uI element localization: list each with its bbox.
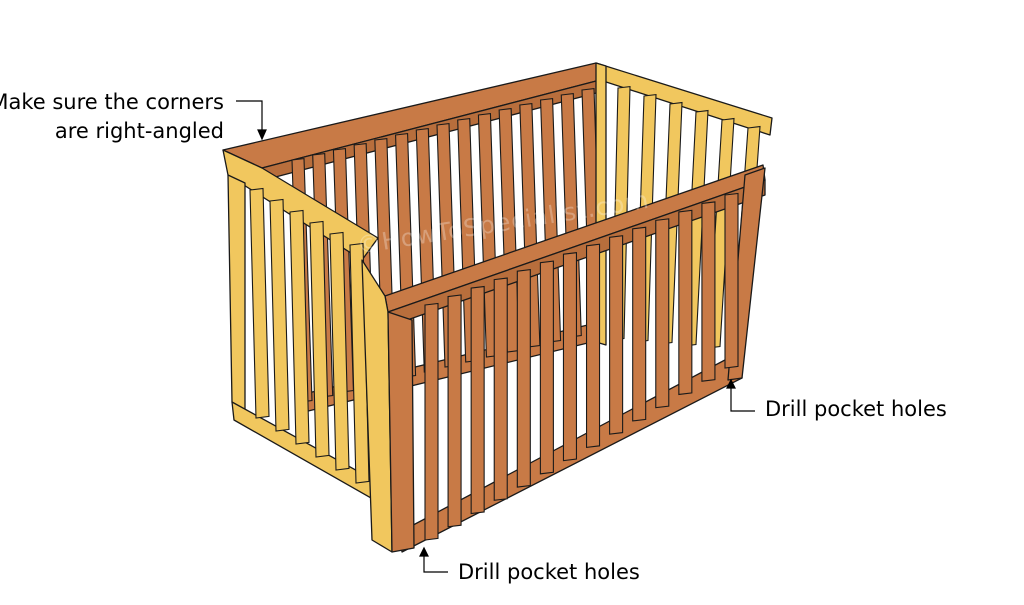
- front-slat: [724, 192, 739, 369]
- corner-callout-line2: are right-angled: [54, 119, 224, 143]
- left-end-slat: [289, 209, 310, 445]
- front-slat: [539, 260, 554, 475]
- front-left-leg: [387, 311, 415, 553]
- left-corner-post: [227, 174, 246, 411]
- drill-right-callout: Drill pocket holes: [765, 397, 947, 421]
- left-end-slat: [249, 187, 270, 419]
- left-end-slat: [269, 198, 290, 432]
- front-slat: [493, 277, 508, 501]
- corner-callout-line1: Make sure the corners: [0, 90, 224, 114]
- front-slat: [424, 302, 439, 541]
- left-end-slat: [309, 220, 330, 458]
- front-slat: [447, 294, 462, 528]
- front-side-slats: [424, 192, 739, 541]
- front-slat: [655, 218, 670, 409]
- front-slat: [632, 226, 647, 422]
- drill-right-leader-arrow: [726, 378, 736, 389]
- left-end-slats: [249, 187, 370, 484]
- front-slat: [585, 243, 601, 449]
- corner-leader-line: [236, 100, 263, 133]
- drill-bottom-leader-line: [423, 553, 448, 573]
- front-slat: [609, 235, 624, 435]
- corner-callout: Make sure the corners are right-angled: [0, 88, 224, 146]
- front-slat: [470, 285, 485, 515]
- left-end-slat: [329, 231, 350, 471]
- drill-right-leader-line: [730, 385, 755, 412]
- front-slat: [701, 201, 716, 382]
- drill-bottom-callout: Drill pocket holes: [458, 560, 640, 584]
- leader-lines: [236, 100, 755, 573]
- front-slat: [516, 268, 531, 488]
- corner-leader-arrow: [257, 129, 267, 141]
- drill-bottom-leader-arrow: [419, 546, 429, 557]
- front-slat: [562, 252, 578, 462]
- front-slat: [678, 209, 693, 396]
